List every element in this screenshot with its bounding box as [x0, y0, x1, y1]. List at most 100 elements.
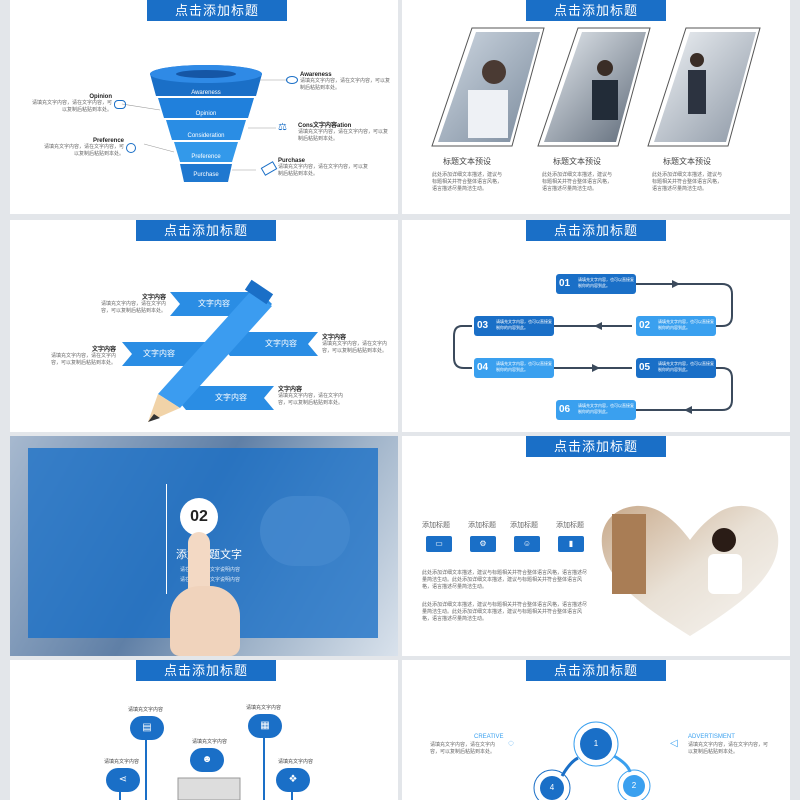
slide-title: 点击添加标题: [526, 436, 666, 457]
photo-parallelograms: [431, 27, 761, 147]
cloud-label-1: 请填充文字内容: [128, 707, 164, 713]
arrow-label-2: 文字内容: [143, 349, 175, 358]
right-item-text: 请填充文字内容，请在文字内容，可以复制后粘贴到本处。: [300, 78, 391, 91]
photo-caption-2: 标题文本预设: [553, 157, 601, 166]
photo-desc-3: 此处添加详细文本描述，建议与标题相关并符合整体语言风格，语言描述尽量简洁生动。: [652, 172, 723, 192]
bullet-1: 请在此处添加文字说明内容: [180, 567, 241, 573]
cycle-number-1: 1: [593, 739, 599, 748]
cloud-document-icon[interactable]: ▤: [130, 716, 164, 740]
slide-photos[interactable]: 点击添加标题 标题文本预设 此处添加详细文本描述，建议与标题相关并符合整体语言风…: [402, 0, 790, 214]
note-text: 请填充文字内容，请在文字内容，可以复制后粘贴到本处。: [50, 353, 116, 366]
tab-label-2: 添加标题: [468, 522, 496, 529]
slide-title: 点击添加标题: [526, 660, 666, 681]
slide-title: 点击添加标题: [147, 0, 287, 21]
left-item-title: Preference: [92, 138, 124, 144]
left-item-title: Opinion: [89, 94, 112, 100]
slide-cycle[interactable]: 点击添加标题 CREATIVE 请填充文字内容，请在文字内容，可以复制后粘贴到本…: [402, 660, 790, 800]
photo-desc-2: 此处添加详细文本描述，建议与标题相关并符合整体语言风格，语言描述尽量简洁生动。: [542, 172, 613, 192]
note-4: 文字内容 请填充文字内容，请在文字内容，可以复制后粘贴到本处。: [278, 384, 348, 407]
step-text: 请填充文字内容，也可以直接复制你的内容到此。: [496, 319, 552, 330]
photo-caption-1: 标题文本预设: [443, 157, 491, 166]
step-text: 请填充文字内容，也可以直接复制你的内容到此。: [658, 319, 714, 330]
step-number: 02: [639, 320, 651, 331]
note-title: 文字内容: [322, 335, 347, 341]
cloud-label-5: 请填充文字内容: [278, 759, 314, 765]
cloud-share-icon[interactable]: ⋖: [106, 768, 140, 792]
cycle-diagram: [533, 721, 651, 800]
step-text: 请填充文字内容，也可以直接复制你的内容到此。: [658, 361, 714, 372]
slide-title: 点击添加标题: [136, 660, 276, 681]
left-item-1: Opinion 请填充文字内容，请在文字内容，可以复制后粘贴到本处。: [32, 94, 112, 114]
arrow-label-4: 文字内容: [215, 393, 247, 402]
tab-label-3: 添加标题: [510, 522, 538, 529]
slide-funnel[interactable]: 点击添加标题 Awareness Opinion Consideration P…: [10, 0, 398, 214]
funnel-label-4: Preference: [191, 154, 221, 160]
creative-text: 请填充文字内容，请在文字内容，可以复制后粘贴到本处。: [430, 742, 496, 755]
palm-hand: [170, 586, 240, 656]
left-item-text: 请填充文字内容，请在文字内容，可以复制后粘贴到本处。: [32, 100, 113, 113]
step-number: 05: [639, 362, 651, 373]
cycle-number-3: 4: [549, 783, 555, 792]
step-number: 03: [477, 320, 489, 331]
slide-title: 点击添加标题: [136, 220, 276, 241]
cloud-label-2: 请填充文字内容: [246, 705, 282, 711]
right-item-title: Cons文字内容ation: [298, 123, 352, 129]
step-text: 请填充文字内容，也可以直接复制你的内容到此。: [578, 403, 634, 414]
chat-icon: [114, 100, 126, 109]
scale-icon: ⚖: [278, 122, 287, 133]
chart-icon[interactable]: ▮: [558, 536, 584, 552]
cloud-users-icon[interactable]: ☻: [190, 748, 224, 772]
right-item-2: Cons文字内容ation 请填充文字内容，请在文字内容，可以复制后粘贴到本处。: [298, 120, 388, 143]
right-item-title: Purchase: [278, 158, 306, 164]
cloud-calendar-icon[interactable]: ▦: [248, 714, 282, 738]
slide-pencil[interactable]: 点击添加标题 文字内容 文字内容 文字内容 文字内容 文字内容 请填充文字内容，…: [10, 220, 398, 432]
photo-desc-1: 此处添加详细文本描述，建议与标题相关并符合整体语言风格，语言描述尽量简洁生动。: [432, 172, 503, 192]
photo-caption-3: 标题文本预设: [663, 157, 711, 166]
arrow-label-1: 文字内容: [198, 299, 230, 308]
settings-icon[interactable]: ⚙: [470, 536, 496, 552]
note-text: 请填充文字内容，请在文字内容，可以复制后粘贴到本处。: [278, 393, 344, 406]
arrow-label-3: 文字内容: [265, 339, 297, 348]
right-item-3: Purchase 请填充文字内容，请在文字内容，可以复制后粘贴到本处。: [278, 158, 368, 178]
note-text: 请填充文字内容，请在文字内容，可以复制后粘贴到本处。: [322, 341, 388, 354]
lightbulb-icon: ◌: [508, 738, 514, 749]
step-box-3: 03 请填充文字内容，也可以直接复制你的内容到此。: [474, 316, 554, 336]
advert-title: ADVERTISMENT: [688, 734, 735, 740]
right-item-text: 请填充文字内容，请在文字内容，可以复制后粘贴到本处。: [298, 129, 389, 142]
note-title: 文字内容: [91, 347, 116, 353]
note-title: 文字内容: [278, 387, 303, 393]
eye-icon: [286, 76, 298, 84]
process-connectors: [453, 280, 733, 414]
number-circle: 02: [180, 498, 218, 536]
slide-cloud[interactable]: 点击添加标题 请填充文字内容 ▤ 请填充文字内容 ▦ 请填充文字内容 ☻ 请填充…: [10, 660, 398, 800]
step-number: 01: [559, 278, 571, 289]
note-1: 文字内容 请填充文字内容，请在文字内容，可以复制后粘贴到本处。: [96, 292, 166, 315]
slide-heart[interactable]: 点击添加标题 添加标题 添加标题 添加标题 添加标题 ▭ ⚙ ☺ ▮ 此处添加详…: [402, 436, 790, 656]
note-title: 文字内容: [141, 295, 166, 301]
cloud-diagram: [119, 738, 293, 800]
right-item-title: Awareness: [300, 72, 332, 78]
note-2: 文字内容 请填充文字内容，请在文字内容，可以复制后粘贴到本处。: [46, 344, 116, 367]
bullet-2: 请在此处添加文字说明内容: [180, 577, 241, 583]
step-text: 请填充文字内容，也可以直接复制你的内容到此。: [578, 277, 634, 288]
slide-process[interactable]: 点击添加标题 01 请填充文字内容，也可以直接复制你的内容到此。 02 请填充文…: [402, 220, 790, 432]
paragraph-2: 此处添加详细文本描述，建议与标题相关并符合整体语言风格，语言描述尽量简洁生动。此…: [422, 602, 588, 622]
step-box-4: 04 请填充文字内容，也可以直接复制你的内容到此。: [474, 358, 554, 378]
note-text: 请填充文字内容，请在文字内容，可以复制后粘贴到本处。: [100, 301, 166, 314]
left-item-2: Preference 请填充文字内容，请在文字内容，可以复制后粘贴到本处。: [44, 138, 124, 158]
cloud-label-4: 请填充文字内容: [104, 759, 140, 765]
slide-title: 点击添加标题: [526, 220, 666, 241]
person-icon[interactable]: ☺: [514, 536, 540, 552]
funnel-label-1: Awareness: [191, 90, 221, 96]
section-number: 02: [190, 508, 208, 525]
note-3: 文字内容 请填充文字内容，请在文字内容，可以复制后粘贴到本处。: [322, 332, 392, 355]
chat-icon[interactable]: ▭: [426, 536, 452, 552]
advert-text: 请填充文字内容，请在文字内容，可以复制后粘贴到本处。: [688, 742, 769, 755]
step-text: 请填充文字内容，也可以直接复制你的内容到此。: [496, 361, 552, 372]
right-item-text: 请填充文字内容，请在文字内容，可以复制后粘贴到本处。: [278, 164, 369, 177]
step-box-6: 06 请填充文字内容，也可以直接复制你的内容到此。: [556, 400, 636, 420]
step-number: 06: [559, 404, 571, 415]
cloud-box-icon[interactable]: ❖: [276, 768, 310, 792]
paragraph-1: 此处添加详细文本描述，建议与标题相关并符合整体语言风格，语言描述尽量简洁生动。此…: [422, 570, 588, 590]
